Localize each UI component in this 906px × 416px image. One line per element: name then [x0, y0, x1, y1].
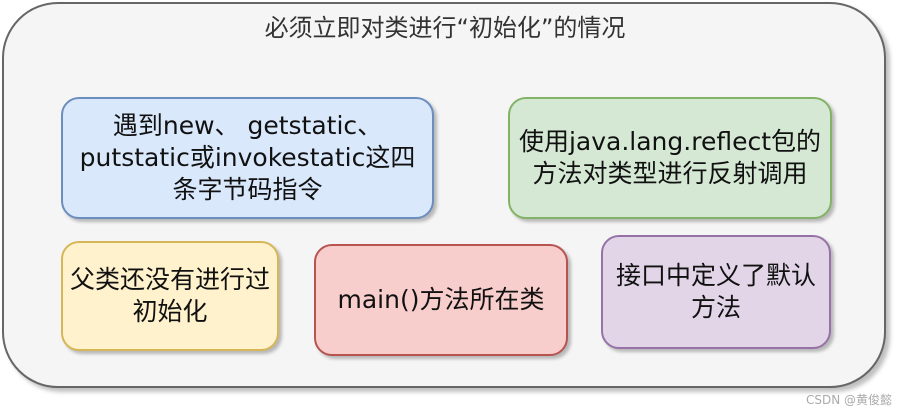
- watermark: CSDN @黄俊懿: [805, 393, 892, 407]
- node-label: 使用java.lang.reflect包的方法对类型进行反射调用: [518, 127, 822, 188]
- node-interface-default-method: 接口中定义了默认方法: [601, 235, 831, 349]
- node-label: 父类还没有进行过初始化: [70, 265, 271, 326]
- node-label: 接口中定义了默认方法: [615, 261, 816, 322]
- node-bytecode-instructions: 遇到new、 getstatic、putstatic或invokestatic这…: [61, 97, 434, 219]
- node-label: 遇到new、 getstatic、putstatic或invokestatic这…: [79, 111, 416, 204]
- node-parent-not-initialized: 父类还没有进行过初始化: [61, 241, 279, 351]
- node-reflection-call: 使用java.lang.reflect包的方法对类型进行反射调用: [508, 97, 832, 219]
- node-main-class: main()方法所在类: [314, 244, 568, 356]
- diagram-title: 必须立即对类进行“初始化”的情况: [264, 14, 626, 42]
- node-label: main()方法所在类: [337, 285, 545, 314]
